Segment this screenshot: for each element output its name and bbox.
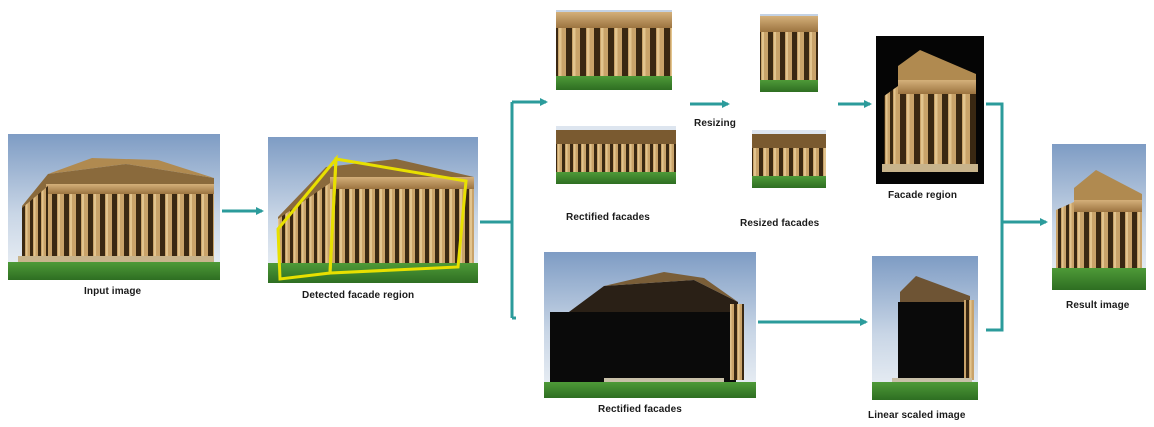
connector-merge [986, 104, 1002, 330]
caption-rectified-bottom: Rectified facades [598, 404, 682, 415]
caption-detected-facade: Detected facade region [302, 290, 414, 301]
caption-input-image: Input image [84, 286, 141, 297]
caption-facade-region: Facade region [888, 190, 957, 201]
caption-resized-facades: Resized facades [740, 218, 819, 229]
caption-resizing: Resizing [694, 118, 736, 129]
connector-detected-split [480, 102, 512, 318]
caption-rectified-top: Rectified facades [566, 212, 650, 223]
caption-linear-scaled: Linear scaled image [868, 410, 966, 421]
caption-result-image: Result image [1066, 300, 1129, 311]
